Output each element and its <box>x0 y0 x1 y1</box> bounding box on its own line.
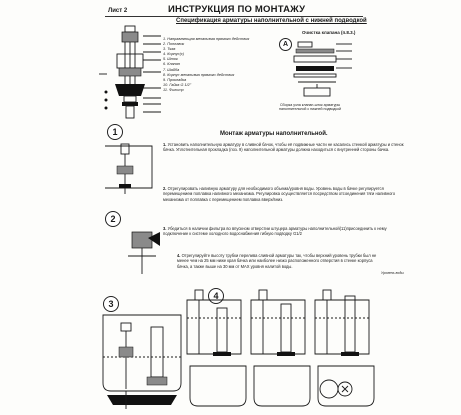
figure-number: 1 <box>107 124 123 140</box>
tank-bottom-row <box>189 365 375 407</box>
installation-title: Монтаж арматуры наполнительной. <box>220 131 328 137</box>
list-item: 9. Прокладка <box>163 77 187 82</box>
list-item: 6. Клапан <box>163 62 180 67</box>
list-item: 2. Поплавок <box>163 42 185 47</box>
sheet-number: Лист 2 <box>108 8 128 14</box>
valve-cleaning-title: Очистка клапана (п.8.3.) <box>302 30 356 35</box>
valve-cleaning-diagram <box>293 41 352 97</box>
page-title: ИНСТРУКЦИЯ ПО МОНТАЖУ <box>168 4 306 15</box>
figure-3-tank-with-valve <box>102 314 182 409</box>
figure-4-overflow-adjustment <box>186 289 370 356</box>
list-item: 5. Шток <box>163 57 178 62</box>
specification-title: Спецификация арматуры наполнительной с н… <box>176 18 367 24</box>
list-item: 4. Корпус(с) <box>163 52 184 57</box>
fill-valve-assembly-drawing <box>99 25 161 119</box>
figure-2-adjust-float <box>128 231 160 274</box>
detail-marker-a: A <box>279 38 292 51</box>
list-item: 8. Корпус механизма прямого действия <box>163 72 235 77</box>
list-item: 7. Шайба <box>163 67 180 72</box>
water-level-label: Уровень воды <box>381 271 404 275</box>
list-item: 10. Гайка G 1/2" <box>163 82 192 87</box>
figure-1-install-valve <box>105 143 153 194</box>
step-2-text: 2. Отрегулировать наливную арматуру для … <box>163 186 396 202</box>
certification-mark-icon <box>319 379 353 399</box>
list-item: 1. Направляющая механизма прямого действ… <box>163 37 250 41</box>
valve-assembly-caption: Сборка узла клапан-шток арматуры наполни… <box>278 103 342 112</box>
header-divider <box>105 16 363 17</box>
list-item: 3. Тяга <box>163 47 176 52</box>
figure-number: 3 <box>103 296 119 312</box>
step-3-text: 3. Убедиться в наличии фильтра во впускн… <box>163 226 387 237</box>
list-item: 11. Фильтр <box>163 87 184 92</box>
step-1-text: 1. Установить наполнительную арматуру в … <box>163 142 404 153</box>
figure-number: 2 <box>105 211 121 227</box>
step-4-text: 4. Отрегулируйте высоту трубки перелива … <box>177 253 377 269</box>
parts-list: 1. Направляющая механизма прямого действ… <box>163 37 249 93</box>
